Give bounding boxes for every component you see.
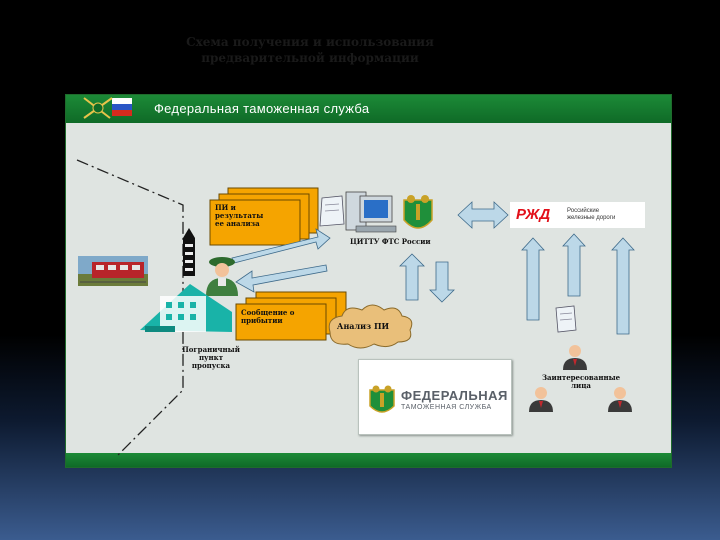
footer-bar [66,453,671,467]
node-center: ЦИТТУ ФТС России [350,237,431,246]
customs-emblem-icon [369,385,395,413]
diagram-title: Схема получения и использования предвари… [110,34,510,66]
node-message: Сообщение о прибытии [241,308,295,325]
fts-logo-box: ФЕДЕРАЛЬНАЯ ТАМОЖЕННАЯ СЛУЖБА [358,359,512,435]
node-analysis: Анализ ПИ [336,321,390,331]
diagram-title-line1: Схема получения и использования [186,35,434,49]
diagram-title-line2: предварительной информации [201,51,419,65]
header-bar: Федеральная таможенная служба [66,95,671,123]
arrows-persons-up [521,233,635,335]
rzd-logo: РЖД Российские железные дороги [510,202,645,228]
document-stack-pi [209,187,319,246]
person-icon [529,387,553,412]
document-icon [319,195,345,227]
node-checkpoint: Пограничный пункт пропуска [182,345,240,370]
rzd-mark: РЖД [516,206,551,223]
arrow-center-analysis [399,253,455,303]
arrow-officer-to-center [231,228,331,264]
document-icon-persons [555,305,577,333]
flag-emblem-icon [83,97,132,119]
analysis-cloud [328,304,413,349]
header-title: Федеральная таможенная служба [154,101,370,116]
person-icon [563,345,587,370]
arrow-center-to-officer [235,264,328,293]
barrier-icon [183,228,195,276]
node-persons: Заинтересованные лица [541,373,621,390]
arrow-center-rzd [457,201,509,229]
building-icon [140,284,232,332]
train-photo-icon [78,256,148,286]
computer-icon [345,191,397,233]
person-icon [608,387,632,412]
node-pi: ПИ и результаты ее анализа [215,203,264,228]
rzd-name: Российские железные дороги [567,208,616,221]
fts-logo-line1: ФЕДЕРАЛЬНАЯ [401,388,508,403]
fts-logo-line2: ТАМОЖЕННАЯ СЛУЖБА [401,404,492,411]
officer-icon [206,257,238,296]
customs-emblem-icon [403,195,433,229]
